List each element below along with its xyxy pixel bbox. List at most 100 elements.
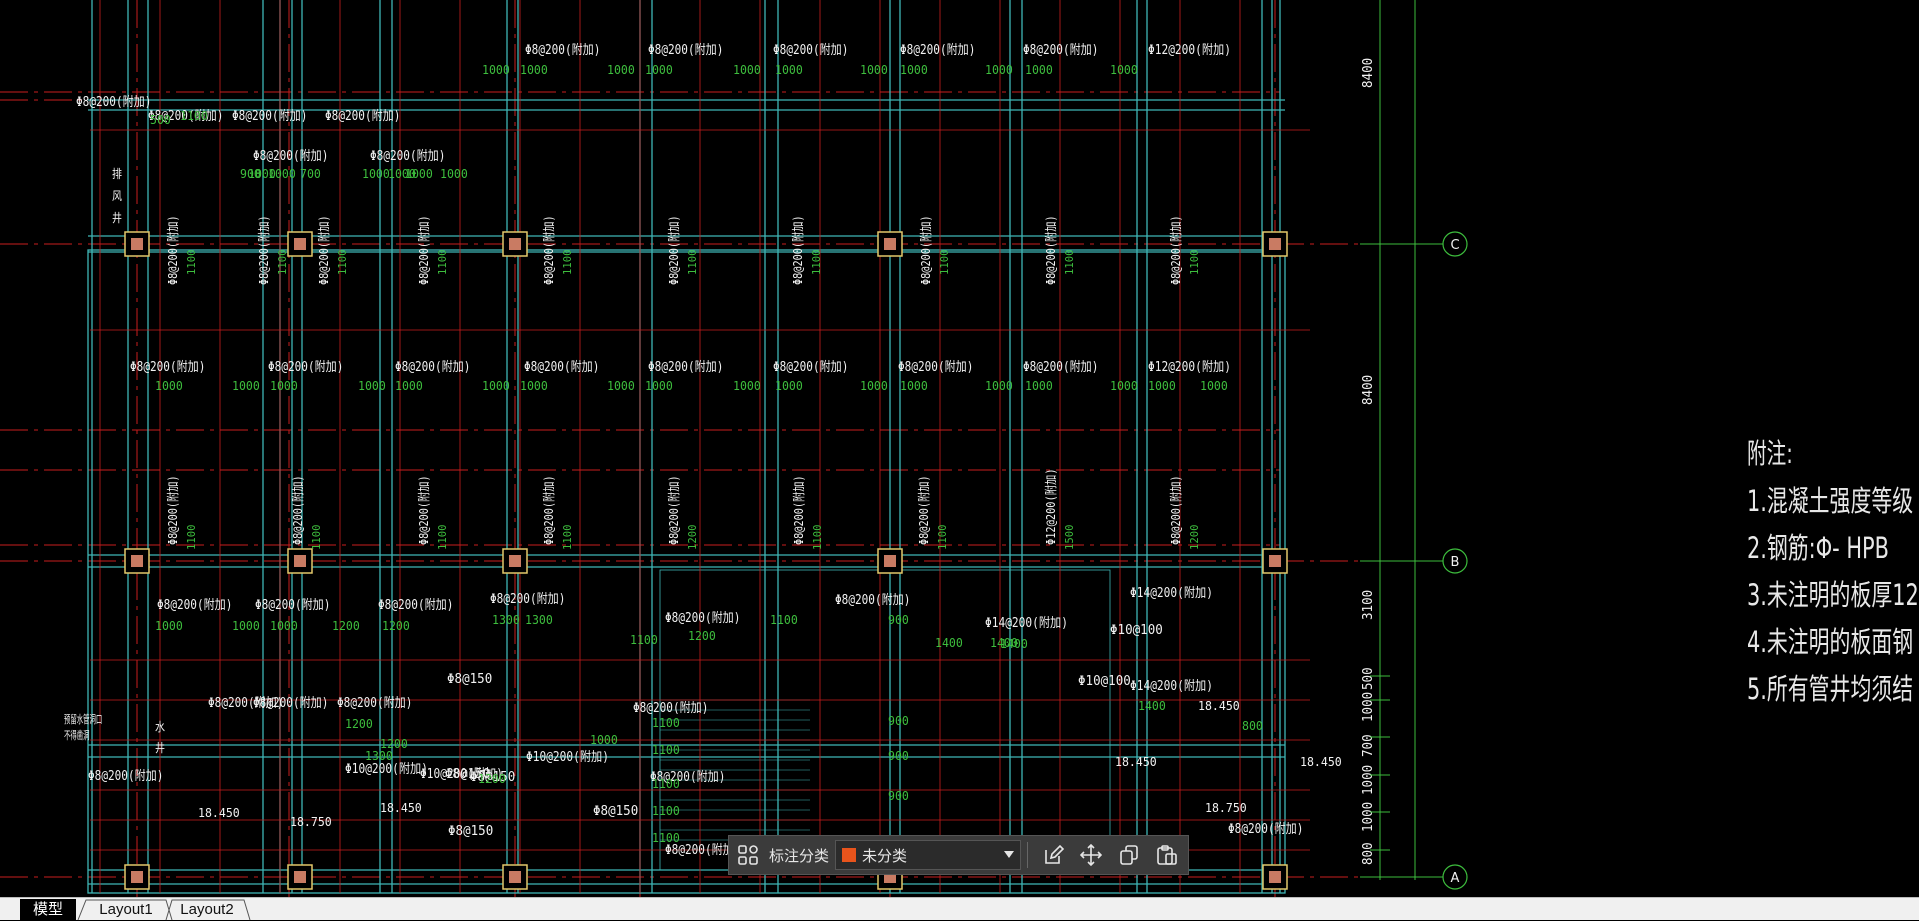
rebar-labels: Φ8@200(附加) Φ8@200(附加) Φ8@200(附加) Φ8@200(附加)…	[64, 43, 1376, 865]
rebar-dim-v: 1500	[1063, 524, 1076, 550]
side-note: 预留水管洞口	[64, 712, 102, 726]
rebar-label: Φ8@200(附加)	[633, 701, 708, 716]
rebar-label-v: Φ8@200(附加)	[257, 215, 271, 285]
rebar-dim: 1000	[985, 379, 1013, 393]
rebar-dim: 900	[888, 714, 909, 728]
axis-dim: 8400	[1361, 375, 1376, 405]
rebar-dim-v: 1100	[936, 524, 949, 550]
rebar-dim: 1000	[270, 619, 298, 633]
rebar-dim: 1000	[482, 63, 510, 77]
category-label: 标注分类	[769, 847, 830, 865]
edit-icon[interactable]	[1038, 840, 1068, 870]
axis-dim: 1000	[1361, 765, 1376, 795]
column-core	[294, 871, 306, 883]
rebar-dim: 1200	[332, 619, 360, 633]
grid-view-icon[interactable]	[733, 840, 763, 870]
toolbar-divider	[1027, 842, 1029, 868]
rebar-dim: 1100	[630, 633, 658, 647]
rebar-dim: 1000	[358, 379, 386, 393]
rebar-dim: 1400	[990, 636, 1018, 650]
rebar-dim: 1000	[268, 167, 296, 181]
tab-layout1[interactable]: Layout1	[99, 901, 153, 918]
rebar-label: Φ8@200(附加)	[665, 843, 740, 858]
rebar-dim: 1000	[590, 733, 618, 747]
rebar-label: Φ8@150	[448, 824, 493, 839]
rebar-label: Φ12@200(附加)	[1148, 43, 1231, 58]
rebar-dim: 700	[300, 167, 321, 181]
rebar-label: Φ14@200(附加)	[1130, 586, 1213, 601]
column-core	[1269, 555, 1281, 567]
rebar-dim: 1000	[607, 63, 635, 77]
drawing-canvas[interactable]: Φ8@200(附加) Φ8@200(附加) Φ8@200(附加) Φ8@200(附加)…	[0, 0, 1919, 897]
rebar-dim: 1000	[860, 63, 888, 77]
rebar-label: Φ8@200(附加)	[253, 696, 328, 711]
slab-outline	[87, 249, 1286, 894]
column-core	[884, 555, 896, 567]
rebar-label-v: Φ8@200(附加)	[667, 215, 681, 285]
rebar-dim: 1100	[652, 743, 680, 757]
rebar-label: Φ8@200(附加)	[148, 109, 223, 124]
column	[287, 548, 313, 574]
rebar-dim: 1000	[388, 167, 416, 181]
elevation-label: 18.450	[380, 801, 422, 815]
rebar-dim-v: 1100	[1063, 249, 1076, 275]
rebar-dim-v: 1100	[276, 249, 289, 275]
axis-dim: 500	[1361, 667, 1376, 690]
layout-tab-bar: 模型 Layout1 Layout2	[0, 897, 1919, 921]
rebar-label-v: Φ8@200(附加)	[291, 475, 305, 545]
floor-plan-drawing[interactable]: Φ8@200(附加) Φ8@200(附加) Φ8@200(附加) Φ8@200(附加)…	[0, 0, 1919, 897]
rebar-dim-v: 1100	[1188, 249, 1201, 275]
elevation-label: 18.450	[1300, 755, 1342, 769]
rebar-dim: 1000	[900, 63, 928, 77]
rebar-dim: 1300	[492, 613, 520, 627]
column-core	[131, 871, 143, 883]
note-item-1: 1.混凝土强度等级	[1747, 484, 1914, 518]
rebar-label: Φ8@200(附加)	[268, 360, 343, 375]
rebar-dim: 1200	[688, 629, 716, 643]
rebar-label: Φ8@150	[470, 770, 515, 785]
well-label: 井	[155, 741, 165, 755]
category-dropdown[interactable]: 未分类	[835, 840, 1022, 870]
rebar-dim: 1000	[482, 379, 510, 393]
axis-dim: 8400	[1361, 58, 1376, 88]
rebar-dim: 1300	[365, 749, 393, 763]
rebar-label: Φ8@200(附加)	[665, 611, 740, 626]
note-item-2: 2.钢筋:Φ- HPB	[1747, 531, 1889, 565]
rebar-dim: 1000	[395, 379, 423, 393]
side-note: 不得凿洞	[64, 729, 90, 742]
well-label: 风	[112, 189, 122, 203]
tab-layout2[interactable]: Layout2	[180, 901, 234, 918]
rebar-dim-v: 1100	[811, 524, 824, 550]
rebar-label-v: Φ8@200(附加)	[166, 475, 180, 545]
rebar-dim: 1000	[232, 619, 260, 633]
rebar-label: Φ8@200(附加)	[130, 360, 205, 375]
rebar-dim: 1100	[652, 777, 680, 791]
rebar-dim: 1400	[935, 636, 963, 650]
paste-icon[interactable]	[1152, 840, 1182, 870]
rebar-label: Φ8@150	[445, 767, 490, 782]
move-icon[interactable]	[1076, 840, 1106, 870]
rebar-dim: 1000	[900, 379, 928, 393]
rebar-dim-v: 1100	[336, 249, 349, 275]
axis-dim: 700	[1361, 734, 1376, 757]
rebar-dim: 1000	[645, 63, 673, 77]
category-color-swatch	[842, 848, 857, 862]
rebar-label: Φ10@100	[1078, 674, 1131, 689]
slab-rebar-lines	[90, 0, 1310, 893]
axis-bubble	[1442, 548, 1468, 574]
rebar-dim-v: 1100	[938, 249, 951, 275]
rebar-dim: 1000	[440, 167, 468, 181]
rebar-dim-v: 1100	[561, 249, 574, 275]
column-core	[294, 238, 306, 250]
copy-icon[interactable]	[1114, 840, 1144, 870]
rebar-dim: 1000	[520, 63, 548, 77]
rebar-label: Φ8@200(附加)	[157, 598, 232, 613]
rebar-label: Φ8@200(附加)	[1023, 43, 1098, 58]
rebar-dim: 1000	[270, 379, 298, 393]
tab-model[interactable]: 模型	[20, 899, 76, 920]
notes-heading: 附注:	[1747, 437, 1793, 470]
rebar-label: Φ8@200(附加)	[88, 769, 163, 784]
rebar-dim: 1000	[607, 379, 635, 393]
axis-dim: 1000	[1361, 692, 1376, 722]
rebar-dim: 500	[150, 113, 171, 127]
